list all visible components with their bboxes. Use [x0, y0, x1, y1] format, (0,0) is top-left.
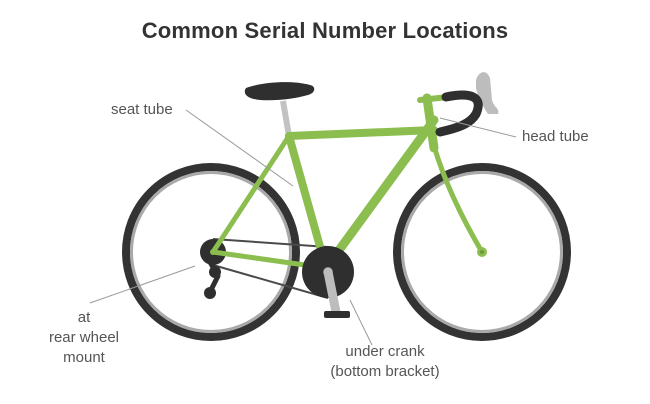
rear-wheel-label-line: rear wheel — [48, 329, 120, 346]
diagram-title: Common Serial Number Locations — [141, 18, 509, 43]
seat-tube-label: seat tube — [111, 101, 173, 118]
seat-post — [280, 100, 292, 137]
seat-stay — [210, 133, 292, 255]
front-rim — [401, 171, 563, 333]
head-tube-label: head tube — [522, 128, 589, 145]
front-tire — [393, 163, 571, 341]
top-tube — [285, 126, 438, 140]
rear-dropout — [210, 249, 216, 255]
rear-derailleur — [204, 260, 221, 299]
head-tube — [422, 93, 439, 153]
under-crank-leader — [349, 299, 373, 346]
saddle — [244, 82, 315, 101]
under-crank-label: under crank (bottom bracket) — [305, 342, 465, 382]
rear-wheel-label-line: at — [77, 309, 91, 326]
head-tube-leader — [439, 117, 517, 138]
chain — [212, 238, 329, 299]
rear-wheel-label: at rear wheel mount — [40, 308, 128, 368]
rear-rim — [130, 171, 292, 333]
under-crank-label-line: under crank — [345, 343, 425, 360]
under-crank-label-line: (bottom bracket) — [330, 363, 440, 380]
brake-lever — [476, 72, 499, 114]
seat-tube — [285, 132, 330, 272]
rear-wheel-leader — [89, 265, 196, 304]
rear-wheel — [122, 163, 300, 341]
fork — [431, 143, 485, 255]
down-tube — [321, 115, 439, 273]
crank-arm — [323, 267, 341, 317]
handlebar — [435, 90, 483, 137]
bike-frame — [210, 93, 485, 273]
pedal — [324, 311, 350, 318]
leader-lines — [89, 109, 517, 346]
rear-tire — [122, 163, 300, 341]
rear-wheel-label-line: mount — [63, 349, 105, 366]
seat-tube-leader — [185, 109, 294, 187]
front-wheel — [393, 163, 571, 341]
